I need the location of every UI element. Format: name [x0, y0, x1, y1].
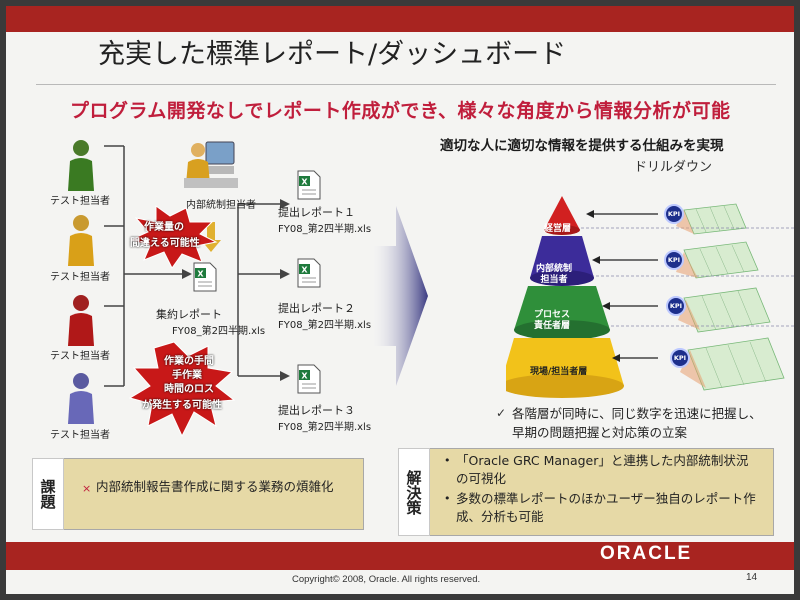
pyramid-top	[544, 196, 580, 230]
burst2-line1: 作業の手間	[164, 356, 214, 367]
summary-report-file: FY08_第2四半期.xls	[172, 326, 266, 337]
excel-file-icon-report3: X	[297, 364, 321, 394]
kpi-icon-4: KPI	[670, 348, 690, 368]
kpi-arrows	[590, 213, 658, 359]
arrow-to-summary	[182, 269, 192, 279]
summary-report-label: 集約レポート	[156, 308, 222, 321]
pyramid-base	[506, 338, 624, 386]
solution-label: 解決策	[398, 448, 430, 536]
layer-label-internal-control: 内部統制 担当者	[536, 264, 573, 285]
svg-text:X: X	[301, 266, 308, 275]
pyramid-diagram	[506, 196, 794, 398]
report3-file: FY08_第2四半期.xls	[278, 422, 372, 433]
report2-label: 提出レポート２	[278, 302, 355, 315]
report2-file: FY08_第2四半期.xls	[278, 320, 372, 331]
solution-item-1: 「Oracle GRC Manager」と連携した内部統制状況の可視化	[456, 453, 749, 486]
report3-label: 提出レポート３	[278, 404, 355, 417]
workflow-diagram	[104, 145, 290, 438]
down-arrow-shaft	[207, 222, 215, 240]
officer-computer-icon	[184, 141, 238, 188]
arrow-to-report1	[280, 199, 290, 209]
burst2-line2: 手作業	[172, 370, 202, 381]
top-red-bar	[6, 6, 794, 32]
burst-icon-1	[128, 205, 218, 269]
bottom-red-bar	[6, 542, 794, 570]
person-icon-4	[68, 373, 94, 424]
solution-box	[398, 448, 774, 536]
drilldown-label: ドリルダウン	[634, 160, 713, 175]
slide-subtitle: プログラム開発なしでレポート作成ができ、様々な角度から情報分析が可能	[70, 100, 731, 122]
person-label-3: テスト担当者	[50, 351, 110, 362]
excel-file-icon-report1: X	[297, 170, 321, 200]
svg-text:X: X	[301, 178, 308, 187]
issue-label: 課題	[32, 458, 64, 530]
pyramid-note: 各階層が同時に、同じ数字を迅速に把握し、早期の問題把握と対応策の立案	[512, 406, 762, 440]
kpi-icon-1: KPI	[664, 204, 684, 224]
oracle-logo: ORACLE	[600, 543, 693, 564]
issue-bullet-icon: ×	[82, 482, 92, 495]
connector-lines	[104, 145, 280, 387]
copyright-text: Copyright© 2008, Oracle. All rights rese…	[292, 574, 481, 585]
burst2-line4: が発生する可能性	[142, 400, 222, 411]
svg-text:X: X	[197, 270, 204, 279]
excel-file-icon-report2: X	[297, 258, 321, 288]
transition-arrow	[368, 206, 428, 386]
check-icon: ✓	[496, 406, 507, 420]
person-icon-2	[68, 215, 94, 266]
solution-bullet-icon-2: •	[444, 492, 451, 505]
person-label-4: テスト担当者	[50, 430, 110, 441]
arrow-to-report2	[280, 269, 290, 279]
burst-icon-2	[128, 341, 236, 438]
issue-box	[32, 458, 364, 530]
page-number: 14	[746, 572, 758, 583]
solution-item-2: 多数の標準レポートのほかユーザー独自のレポート作成、分析も可能	[456, 491, 756, 524]
right-heading: 適切な人に適切な情報を提供する仕組みを実現	[440, 138, 724, 154]
excel-file-icon-summary: X	[193, 262, 217, 292]
pyramid-layer3	[514, 286, 610, 330]
grid-sheets	[683, 203, 785, 391]
person-label-1: テスト担当者	[50, 196, 110, 207]
pyramid-layer2	[530, 236, 594, 278]
layer-label-executive: 経営層	[544, 224, 572, 234]
officer-label: 内部統制担当者	[186, 200, 256, 211]
kpi-icon-3: KPI	[666, 296, 686, 316]
arrow-to-report3	[280, 371, 290, 381]
burst1-line1: 作業量の	[144, 222, 184, 233]
solution-bullet-icon-1: •	[444, 454, 451, 467]
burst1-line2: 間違える可能性	[130, 238, 200, 249]
issue-text: 内部統制報告書作成に関する業務の煩雑化	[96, 479, 334, 494]
title-divider	[36, 84, 776, 85]
person-icon-1	[68, 140, 94, 191]
slide: 充実した標準レポート/ダッシュボード プログラム開発なしでレポート作成ができ、様…	[6, 6, 794, 594]
person-label-2: テスト担当者	[50, 272, 110, 283]
burst2-line3: 時間のロス	[164, 384, 214, 395]
layer-label-process: プロセス 責任者層	[534, 310, 571, 331]
person-icon-3	[68, 295, 94, 346]
grid-lines	[695, 205, 767, 389]
report1-label: 提出レポート１	[278, 206, 355, 219]
kpi-icon-2: KPI	[664, 250, 684, 270]
svg-text:X: X	[301, 372, 308, 381]
slide-title: 充実した標準レポート/ダッシュボード	[98, 39, 567, 70]
report1-file: FY08_第2四半期.xls	[278, 224, 372, 235]
layer-label-field: 現場/担当者層	[530, 367, 588, 377]
